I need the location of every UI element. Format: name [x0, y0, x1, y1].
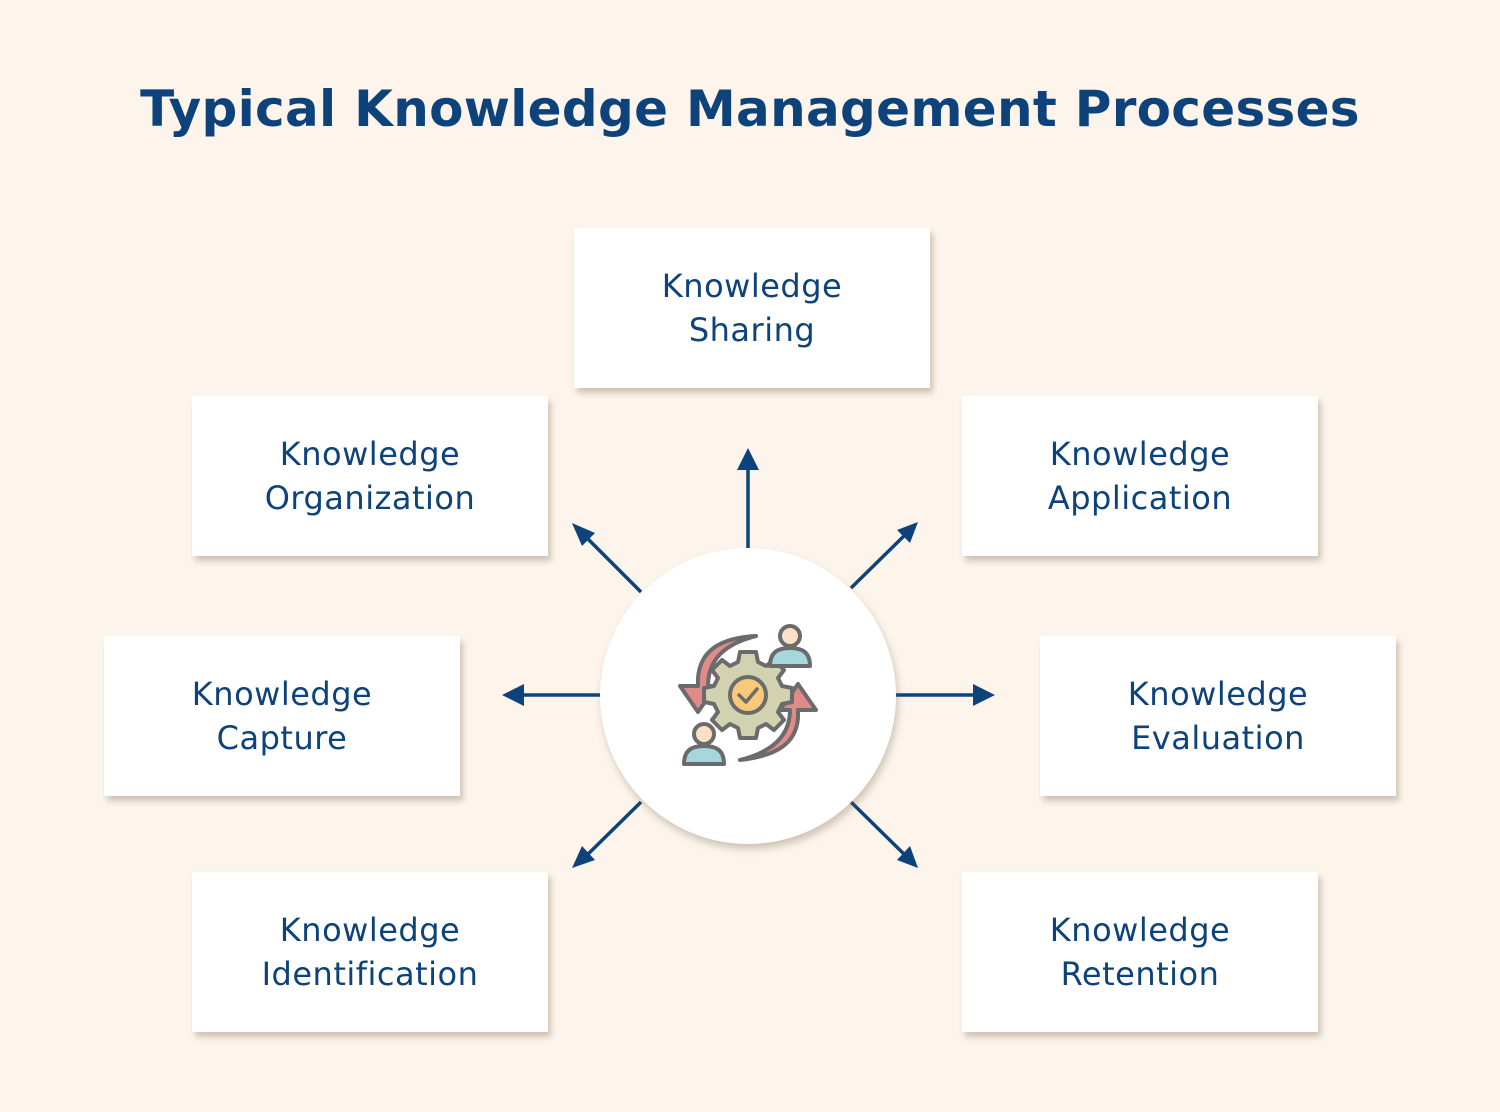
- process-label-line2: Capture: [216, 719, 348, 757]
- process-label-line2: Evaluation: [1131, 719, 1305, 757]
- process-label-line2: Identification: [261, 955, 479, 993]
- knowledge-exchange-gear-icon: [678, 624, 818, 766]
- process-label-line1: Knowledge: [1049, 911, 1231, 949]
- center-hub: [600, 548, 896, 844]
- process-label-line2: Sharing: [688, 311, 816, 349]
- process-label-line1: Knowledge: [1049, 435, 1231, 473]
- page-title: Typical Knowledge Management Processes: [140, 80, 1360, 138]
- process-label-line1: Knowledge: [279, 435, 461, 473]
- process-label-line1: Knowledge: [279, 911, 461, 949]
- process-label-line1: Knowledge: [1127, 675, 1309, 713]
- process-label-line2: Retention: [1060, 955, 1220, 993]
- process-label-line1: Knowledge: [191, 675, 373, 713]
- process-label-line2: Application: [1047, 479, 1233, 517]
- process-label-line1: Knowledge: [661, 267, 843, 305]
- process-label-line2: Organization: [264, 479, 476, 517]
